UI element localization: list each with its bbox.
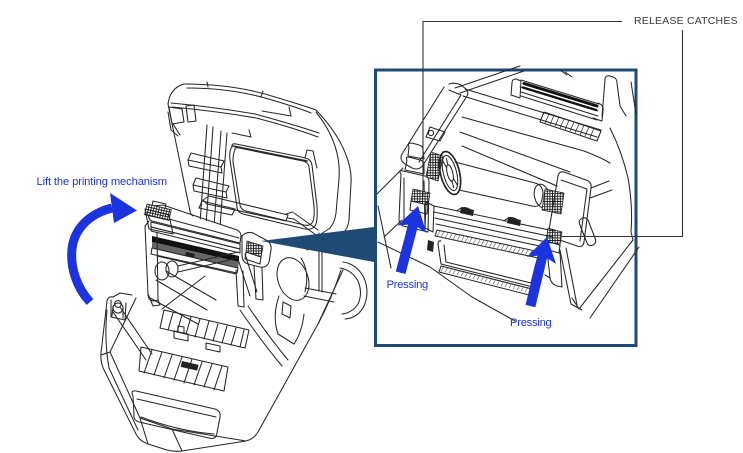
svg-text:Lift the printing mechanism: Lift the printing mechanism <box>37 176 167 188</box>
svg-text:RELEASE CATCHES: RELEASE CATCHES <box>634 15 738 27</box>
svg-text:Pressing: Pressing <box>387 279 429 291</box>
svg-text:Pressing: Pressing <box>510 317 552 329</box>
